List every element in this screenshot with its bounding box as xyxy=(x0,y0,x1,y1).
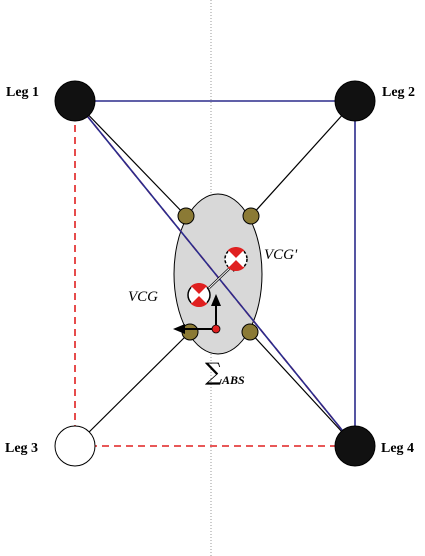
foot-leg-1 xyxy=(54,80,96,122)
link-leg-3 xyxy=(74,331,191,447)
hip-joint-rear-right xyxy=(241,323,259,341)
support-polygon-solid xyxy=(73,100,356,447)
vcg-marker xyxy=(187,282,211,308)
hip-joint-front-right xyxy=(242,207,260,225)
leg-1-label: Leg 1 xyxy=(6,85,39,100)
leg-links xyxy=(74,100,356,447)
vcg-prime-marker xyxy=(224,246,248,272)
leg-3-label: Leg 3 xyxy=(5,441,38,456)
vcg-prime-label: VCG' xyxy=(264,247,298,263)
frame-subscript-label: ABS xyxy=(221,373,245,387)
frame-sigma-label: ∑ xyxy=(205,358,222,386)
support-polygon-dashed xyxy=(74,100,357,447)
vcg-label: VCG xyxy=(128,289,158,305)
leg-4-label: Leg 4 xyxy=(381,441,414,456)
absolute-frame-axes xyxy=(173,294,221,334)
robot-body xyxy=(173,193,263,355)
frame-axis-y-head xyxy=(211,294,221,306)
link-leg-2 xyxy=(250,100,356,217)
leg-2-label: Leg 2 xyxy=(382,85,415,100)
link-leg-1 xyxy=(74,100,187,217)
foot-leg-2 xyxy=(334,80,376,122)
foot-leg-4 xyxy=(334,425,376,467)
link-leg-4 xyxy=(249,331,356,447)
feet xyxy=(54,80,376,467)
foot-leg-3 xyxy=(54,425,96,467)
hip-joints xyxy=(177,207,260,341)
vcg-shift-arrow-shaft-inner xyxy=(208,265,233,289)
hip-joint-front-left xyxy=(177,207,195,225)
frame-origin xyxy=(211,324,221,334)
frame-axis-x-head xyxy=(173,324,185,334)
